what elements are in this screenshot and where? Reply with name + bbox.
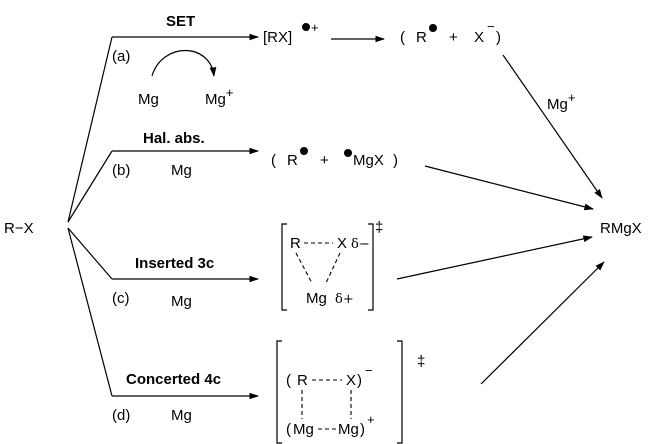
radical-dot-mgx-b <box>344 149 352 157</box>
arrow-a-to-product <box>502 54 603 199</box>
reagent-mg-a: Mg <box>138 91 159 108</box>
radical-cation-rx: [RX] <box>263 29 292 46</box>
reagent-mg-c: Mg <box>171 293 192 310</box>
paren-open-a: ( <box>400 29 405 46</box>
halide-charge-a: − <box>487 19 495 34</box>
ts-d-top-left-paren: ( <box>286 372 291 389</box>
ts-d-bottom-left-paren: ( <box>286 421 291 438</box>
ts-c-x: X <box>337 235 347 252</box>
title-d: Concerted 4c <box>126 371 221 388</box>
mgx-radical-b: MgX <box>353 152 384 169</box>
paren-close-a: ) <box>496 29 501 46</box>
ts-d-x: X <box>346 372 356 389</box>
ts-d-mg1: Mg <box>293 421 314 438</box>
plus-a: + <box>449 29 458 46</box>
arrow-c-to-product <box>396 235 593 280</box>
paren-open-b: ( <box>271 152 276 169</box>
radical-dot-rx <box>302 23 310 31</box>
ts-d-dagger: ‡ <box>417 353 425 370</box>
ts-c-bond-rmg <box>295 252 313 284</box>
title-c: Inserted 3c <box>135 255 214 272</box>
reagent-mg-b: Mg <box>171 162 192 179</box>
ts-c-mg: Mg <box>306 290 327 307</box>
ts-d-top-right-paren: ) <box>357 372 362 389</box>
bracket-d <box>276 340 403 444</box>
radical-cation-charge: + <box>311 20 319 35</box>
arrow-d-to-product <box>480 261 605 385</box>
ts-d-top-charge: − <box>365 363 373 378</box>
letter-d: (d) <box>112 407 130 424</box>
plus-b: + <box>320 152 329 169</box>
ts-d-bottom-charge: + <box>367 412 375 427</box>
letter-b: (b) <box>112 162 130 179</box>
letter-a: (a) <box>112 48 130 65</box>
arrow-b-to-product <box>424 165 594 211</box>
ts-c-r: R <box>290 235 301 252</box>
ts-c-bond-xmg <box>325 252 341 284</box>
ts-d-bottom-right-paren: ) <box>360 421 365 438</box>
ts-c-x-charge: δ− <box>351 237 370 252</box>
ts-c-mg-charge: δ+ <box>335 292 354 307</box>
product-label: RMgX <box>600 220 642 237</box>
radical-r-b: R <box>287 152 298 169</box>
ts-c-dagger: ‡ <box>375 219 383 236</box>
curved-arrow-a <box>151 50 217 77</box>
halide-x-a: X <box>474 29 484 46</box>
ts-d-r: R <box>297 372 308 389</box>
radical-dot-r-a <box>429 24 437 32</box>
paren-close-b: ) <box>393 152 398 169</box>
reactant-label: R−X <box>4 220 34 237</box>
branch-lines <box>67 36 113 397</box>
letter-c: (c) <box>112 290 130 307</box>
bracket-c <box>281 223 374 311</box>
reagent-mgplus-a: Mg+ <box>205 85 233 108</box>
ts-d-mg2: Mg <box>338 421 359 438</box>
radical-r-a: R <box>416 29 427 46</box>
reagent-mg-d: Mg <box>171 407 192 424</box>
reagent-mgplus-a-final: Mg+ <box>547 90 575 113</box>
title-a: SET <box>166 13 195 30</box>
title-b: Hal. abs. <box>143 130 205 147</box>
radical-dot-r-b <box>300 147 308 155</box>
